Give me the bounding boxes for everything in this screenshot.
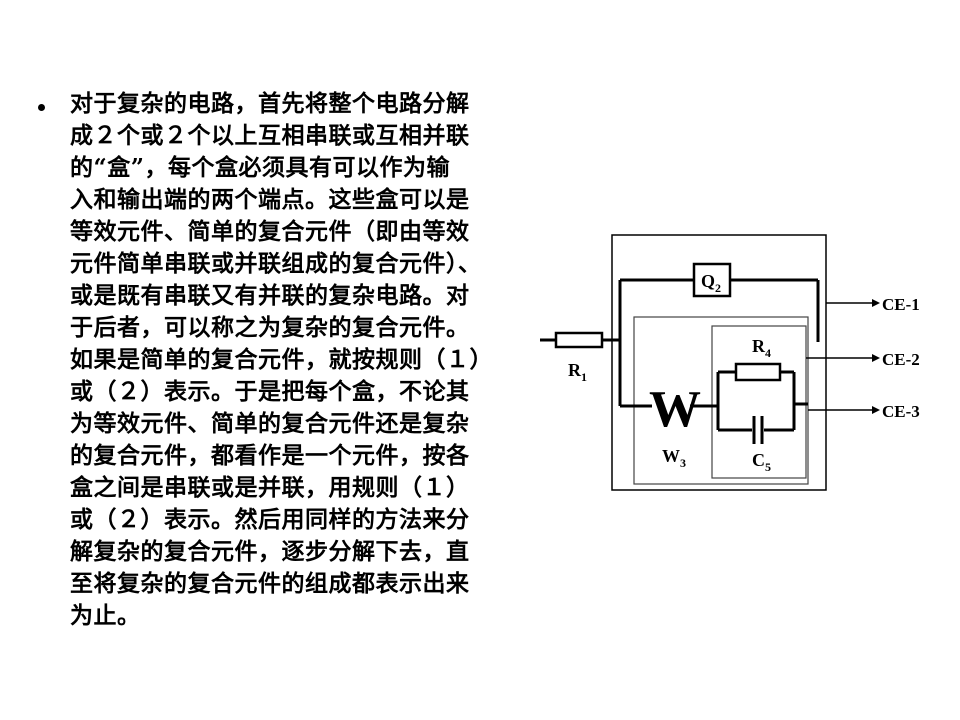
text-line: 或（２）表示。然后用同样的方法来分 <box>70 506 470 533</box>
r1-label: R1 <box>568 360 587 384</box>
text-line: 或（２）表示。于是把每个盒，不论其 <box>70 378 470 405</box>
inner-box <box>633 316 809 485</box>
text-line: 为止。 <box>70 602 141 629</box>
circuit-diagram: R1 Q2 W W3 R4 C5 <box>540 230 930 500</box>
r4-label: R4 <box>752 336 771 360</box>
c5-label: C5 <box>752 450 771 474</box>
ce3-arrowhead <box>872 406 880 414</box>
ce2-arrowhead <box>872 354 880 362</box>
paragraph-lines: 对于复杂的电路，首先将整个电路分解 成２个或２个以上互相串联或互相并联 的“盒”… <box>70 88 540 632</box>
w3-label: W3 <box>662 446 686 470</box>
text-line: 盒之间是串联或是并联，用规则（１） <box>70 474 470 501</box>
text-line: 解复杂的复合元件，逐步分解下去，直 <box>70 538 470 565</box>
r4-resistor <box>734 362 782 382</box>
outer-box <box>611 234 827 491</box>
ce2-label: CE-2 <box>882 350 920 369</box>
text-line: 的“盒”，每个盒必须具有可以作为输 <box>70 154 450 181</box>
text-line: 的复合元件，都看作是一个元件，按各 <box>70 442 470 469</box>
ce1-label: CE-1 <box>882 295 920 314</box>
circuit-svg: R1 Q2 W W3 R4 C5 <box>540 234 920 491</box>
innermost-box <box>711 325 807 479</box>
text-line: 或是既有串联又有并联的复杂电路。对 <box>70 282 470 309</box>
text-line: 等效元件、简单的复合元件（即由等效 <box>70 218 470 245</box>
r1-resistor <box>554 331 604 349</box>
ce3-label: CE-3 <box>882 402 920 421</box>
warburg-symbol: W <box>649 381 701 438</box>
text-line: 成２个或２个以上互相串联或互相并联 <box>70 122 470 149</box>
ce1-arrowhead <box>872 299 880 307</box>
bullet-dot <box>38 104 45 111</box>
text-line: 于后者，可以称之为复杂的复合元件。 <box>70 314 470 341</box>
text-line: 至将复杂的复合元件的组成都表示出来 <box>70 570 470 597</box>
q2-label: Q2 <box>701 271 721 295</box>
text-line: 如果是简单的复合元件，就按规则（１） <box>70 346 493 373</box>
text-line: 入和输出端的两个端点。这些盒可以是 <box>70 186 470 213</box>
q2-element <box>692 262 732 298</box>
text-line: 为等效元件、简单的复合元件还是复杂 <box>70 410 470 437</box>
text-line: 对于复杂的电路，首先将整个电路分解 <box>70 90 470 117</box>
text-line: 元件简单串联或并联组成的复合元件）、 <box>70 250 482 277</box>
